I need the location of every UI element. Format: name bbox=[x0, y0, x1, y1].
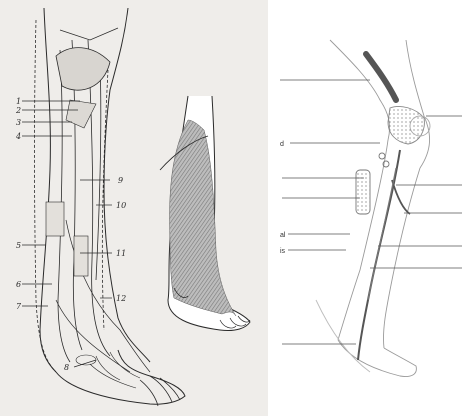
detailed-leg-drawing bbox=[35, 8, 186, 406]
left-number-labels: 1 2 3 4 5 6 7 8 9 10 11 12 bbox=[15, 97, 126, 372]
shaded-leg-drawing bbox=[160, 96, 250, 331]
label-1: 1 bbox=[16, 97, 21, 106]
label-5: 5 bbox=[16, 241, 21, 250]
left-leader-lines bbox=[22, 101, 112, 367]
label-2: 2 bbox=[15, 106, 21, 115]
label-3: 3 bbox=[16, 118, 21, 127]
label-12: 12 bbox=[116, 294, 126, 303]
label-6: 6 bbox=[16, 280, 21, 289]
label-7: 7 bbox=[16, 302, 22, 311]
label-10: 10 bbox=[116, 201, 126, 210]
label-is: is bbox=[280, 248, 286, 255]
label-4: 4 bbox=[15, 132, 21, 141]
label-al: al bbox=[280, 232, 286, 239]
schematic-leg-drawing bbox=[316, 40, 430, 377]
label-11: 11 bbox=[116, 249, 126, 258]
right-leader-lines bbox=[280, 80, 462, 344]
label-d: d bbox=[280, 141, 284, 148]
label-9: 9 bbox=[118, 176, 123, 185]
label-8: 8 bbox=[64, 363, 69, 372]
